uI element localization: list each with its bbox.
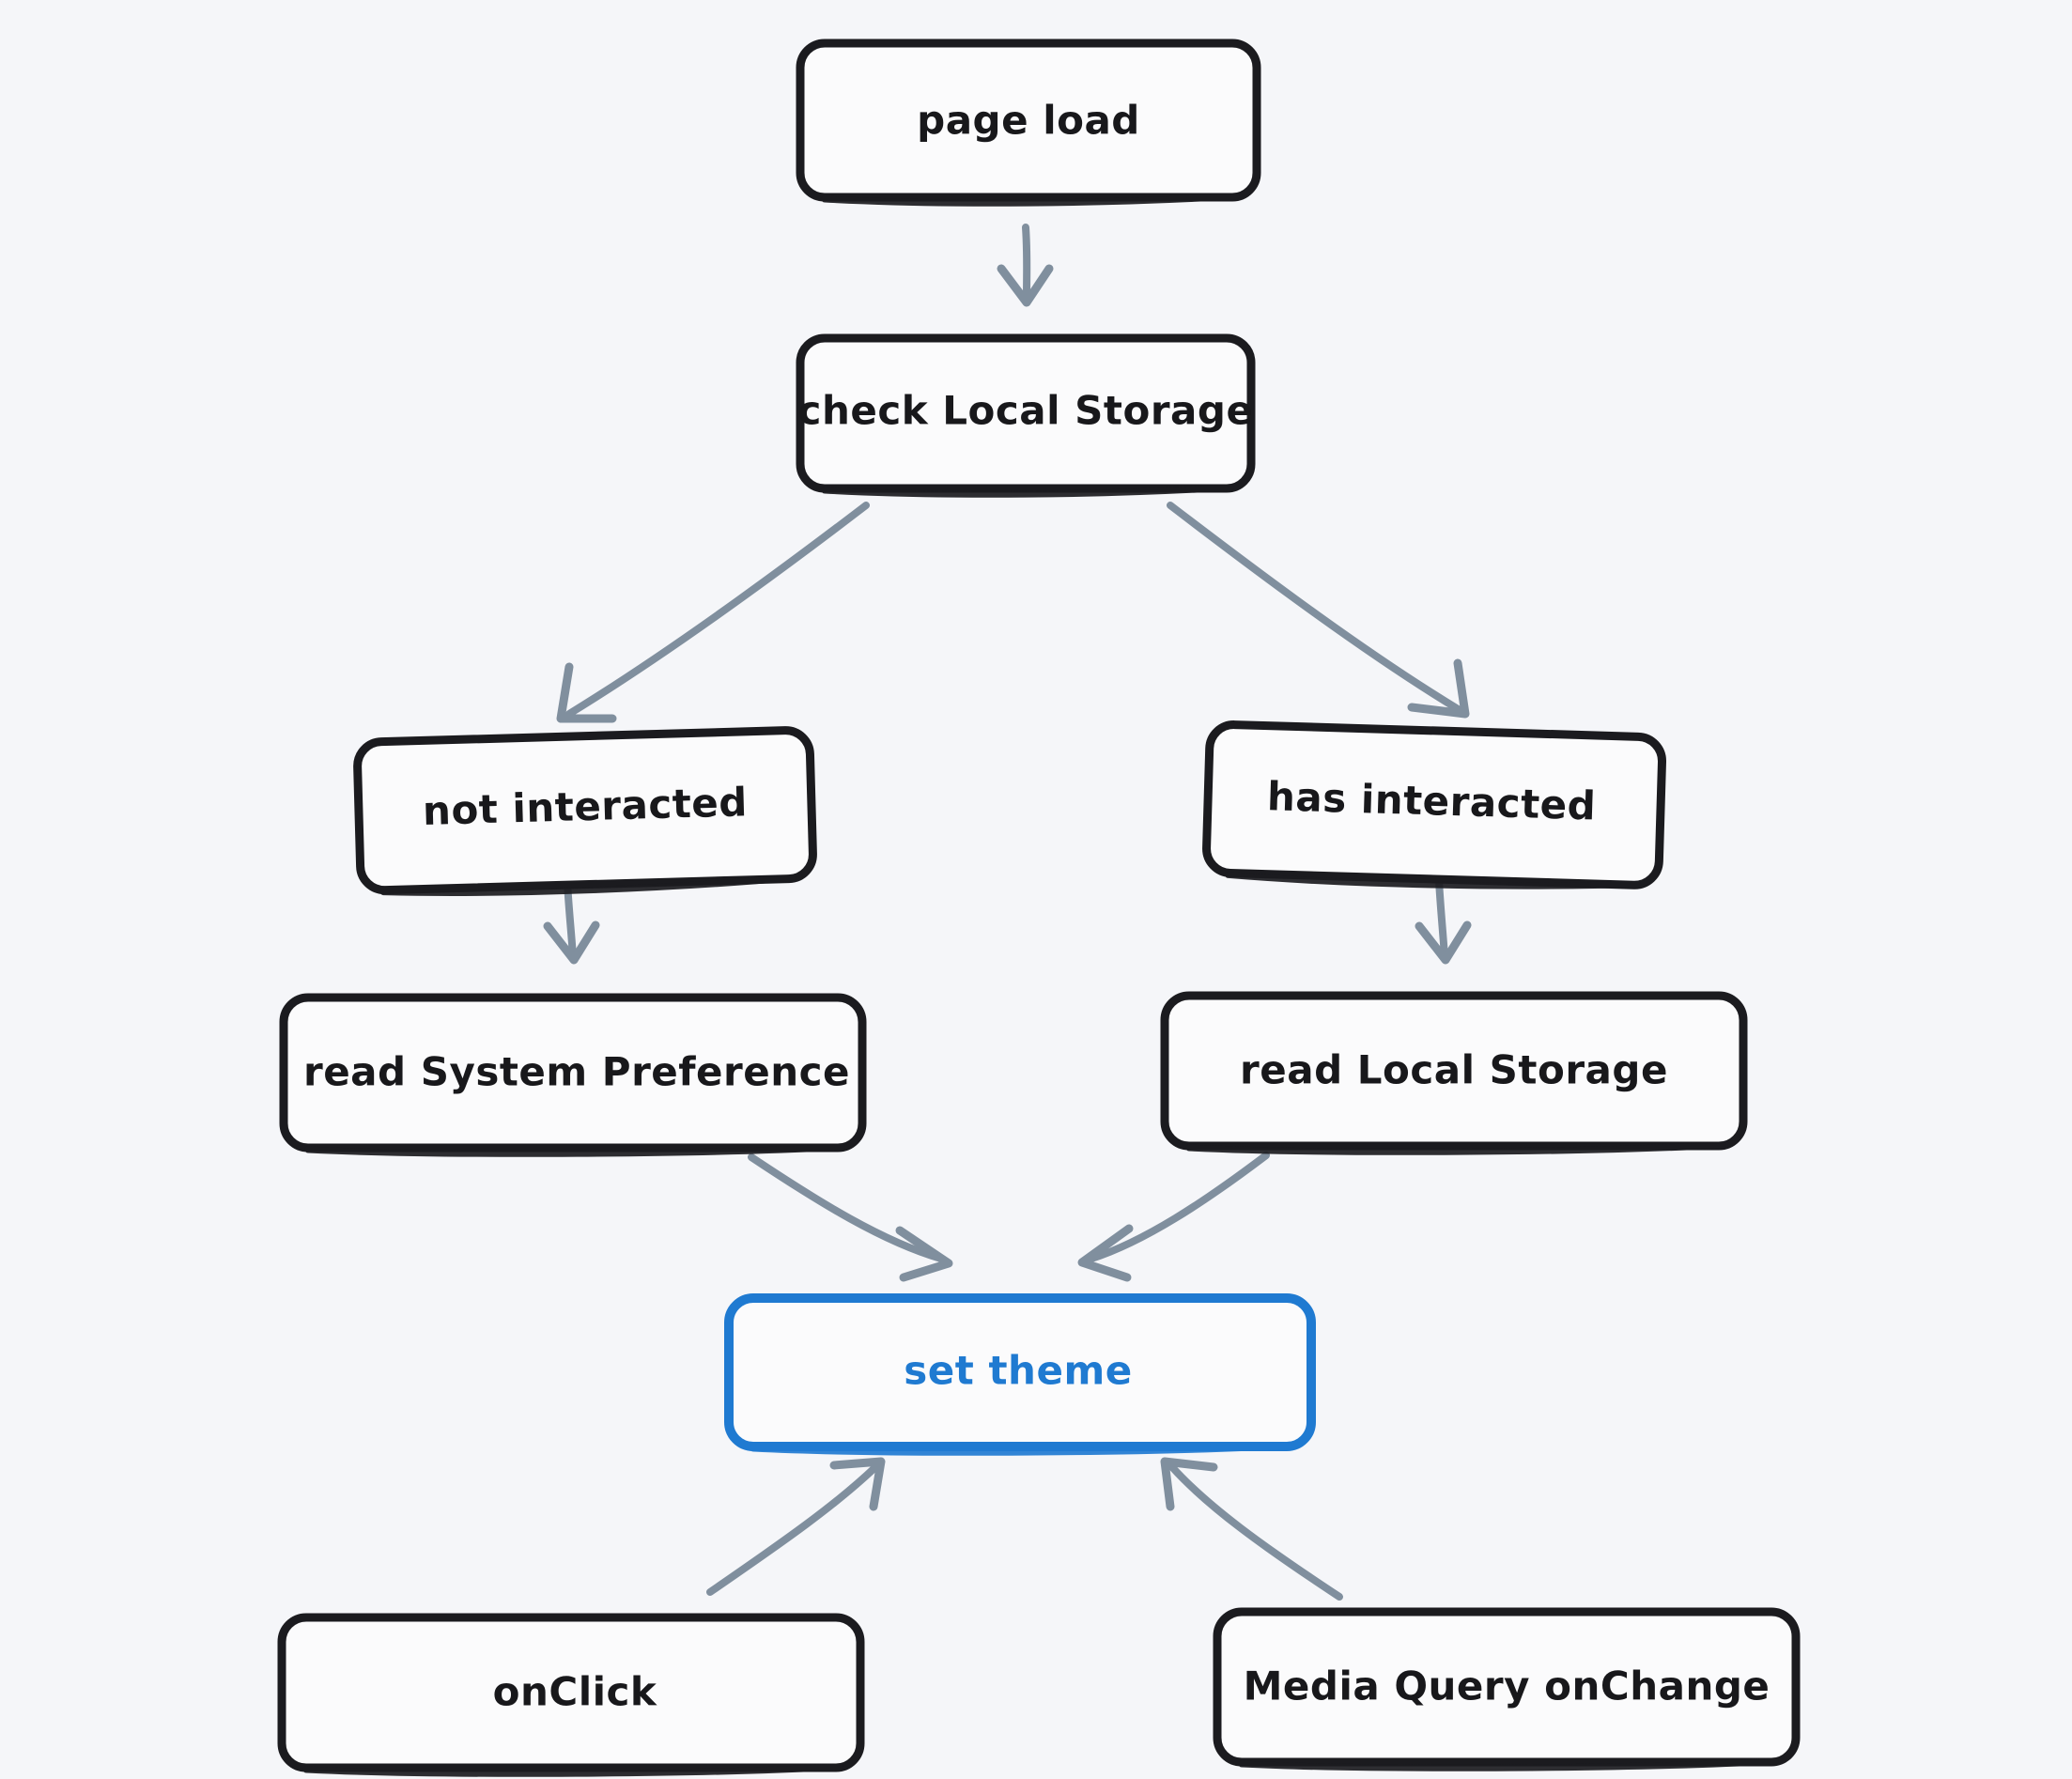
node-sketch-stroke-check-local-storage bbox=[821, 484, 1234, 498]
edge-read-local-storage-to-set-theme bbox=[1077, 1152, 1270, 1282]
node-label-page-load: page load bbox=[917, 98, 1140, 144]
edge-has-interacted-to-read-local-storage bbox=[1415, 877, 1472, 965]
flow-node[interactable]: set theme bbox=[724, 1293, 1316, 1456]
edge-media-query-onchange-to-set-theme bbox=[1160, 1457, 1343, 1601]
edge-onclick-to-set-theme bbox=[706, 1457, 886, 1596]
node-sketch-stroke-set-theme bbox=[750, 1442, 1292, 1456]
node-sketch-stroke-read-system-preference bbox=[304, 1143, 845, 1157]
flow-node[interactable]: not interacted bbox=[353, 726, 817, 897]
node-label-set-theme: set theme bbox=[904, 1348, 1132, 1394]
node-shape-not-interacted[interactable] bbox=[353, 726, 817, 895]
node-label-media-query-on-change: Media Query onChange bbox=[1244, 1663, 1770, 1709]
flow-node[interactable]: has interacted bbox=[1202, 720, 1667, 892]
node-shape-on-click[interactable] bbox=[277, 1613, 865, 1772]
node-label-on-click: onClick bbox=[493, 1669, 657, 1715]
node-label-read-local-storage: read Local Storage bbox=[1240, 1047, 1668, 1093]
flow-node[interactable]: read Local Storage bbox=[1160, 991, 1748, 1155]
node-label-read-system-preference: read System Preference bbox=[303, 1049, 850, 1095]
flow-node[interactable]: read System Preference bbox=[279, 993, 867, 1157]
node-shape-has-interacted[interactable] bbox=[1202, 720, 1667, 890]
node-shape-page-load[interactable] bbox=[796, 39, 1261, 202]
node-sketch-stroke-not-interacted bbox=[379, 874, 796, 896]
node-shape-check-local-storage[interactable] bbox=[796, 333, 1256, 493]
flow-node[interactable]: check Local Storage bbox=[796, 333, 1256, 498]
edge-check-local-storage-to-not-interacted bbox=[556, 502, 870, 723]
node-sketch-stroke-has-interacted bbox=[1225, 871, 1642, 890]
node-sketch-stroke-page-load bbox=[821, 193, 1240, 207]
flow-node[interactable]: page load bbox=[796, 39, 1261, 207]
node-layer: page load check Local Storage not intera… bbox=[277, 39, 1801, 1777]
node-sketch-stroke-media-query-on-change bbox=[1238, 1757, 1779, 1771]
node-label-check-local-storage: check Local Storage bbox=[798, 388, 1254, 434]
node-label-has-interacted: has interacted bbox=[1266, 773, 1597, 828]
flow-node[interactable]: Media Query onChange bbox=[1213, 1607, 1801, 1771]
node-shape-read-system-preference[interactable] bbox=[279, 993, 867, 1152]
node-label-not-interacted: not interacted bbox=[422, 779, 748, 834]
edge-layer bbox=[543, 224, 1472, 1601]
edge-read-system-preference-to-set-theme bbox=[748, 1153, 953, 1282]
edge-page-load-to-check-local-storage bbox=[997, 224, 1054, 307]
flow-node[interactable]: onClick bbox=[277, 1613, 865, 1777]
node-sketch-stroke-read-local-storage bbox=[1185, 1141, 1726, 1155]
node-sketch-stroke-on-click bbox=[302, 1763, 843, 1777]
node-shape-media-query-on-change[interactable] bbox=[1213, 1607, 1801, 1767]
node-shape-set-theme[interactable] bbox=[724, 1293, 1316, 1451]
edge-check-local-storage-to-has-interacted bbox=[1167, 502, 1470, 719]
node-shape-read-local-storage[interactable] bbox=[1160, 991, 1748, 1151]
